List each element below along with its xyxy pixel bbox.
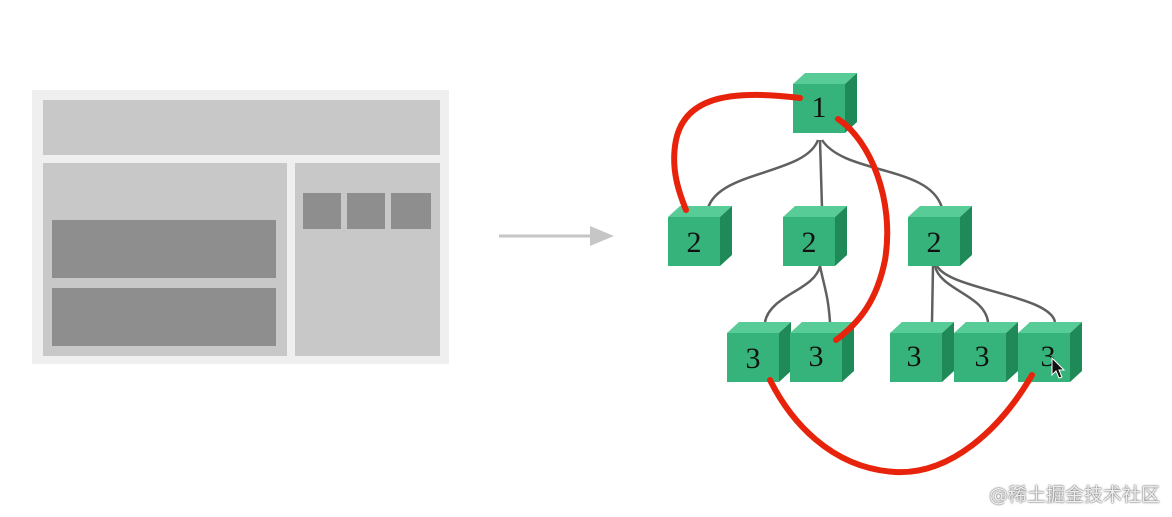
wireframe-header [43,100,440,155]
tree-node-label: 2 [802,226,817,259]
tree-node-level2: 2 [668,206,732,266]
mouse-cursor-icon [1051,356,1066,379]
tree-node-level2: 2 [783,206,847,266]
tree-node-label: 3 [907,340,922,373]
tree-node-label: 3 [746,342,761,375]
tree-edges [706,139,1057,323]
tree-nodes: 1 2 2 2 3 3 [668,73,1082,382]
tree-node-label: 2 [927,226,942,259]
wireframe-sidebar-box-1 [303,193,341,229]
wireframe-sidebar-box-3 [391,193,431,229]
wireframe-main-block-bottom [52,288,276,346]
wireframe-sidebar-box-2 [347,193,385,229]
tree-node-level2: 2 [908,206,972,266]
page-layout-wireframe [32,90,449,364]
tree-node-level3: 3 [954,322,1018,382]
tree-node-label: 2 [687,226,702,259]
tree-node-label: 3 [975,340,990,373]
tree-node-level3: 3 [727,322,791,382]
tree-node-label: 1 [812,91,827,124]
watermark: @稀土掘金技术社区 [988,484,1160,506]
tree-node-level3: 3 [890,322,954,382]
tree-node-level3: 3 [1018,322,1082,382]
wireframe-main-block-top [52,220,276,278]
tree-node-label: 3 [809,340,824,373]
tree-node-root: 1 [793,73,857,133]
arrow-right-icon [499,226,614,246]
traversal-path [671,91,1035,476]
